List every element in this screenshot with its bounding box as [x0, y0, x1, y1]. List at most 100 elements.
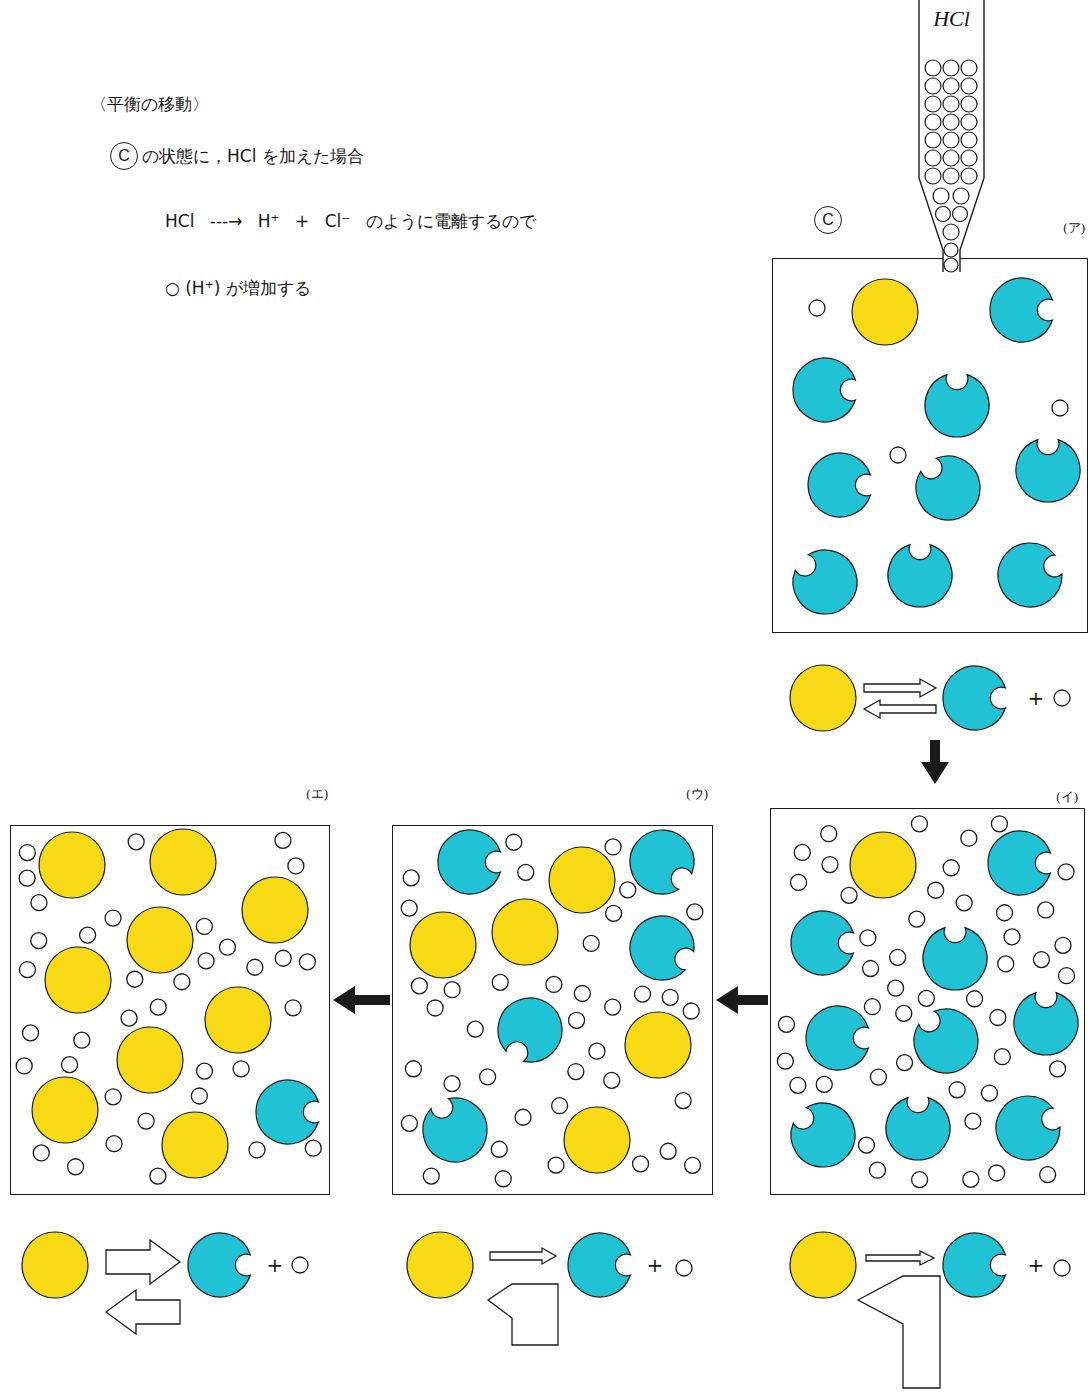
hydrogen-ion	[858, 1137, 874, 1153]
particle-group	[793, 278, 1080, 614]
undissociated-molecule	[625, 1012, 691, 1078]
hydrogen-ion	[869, 1162, 885, 1178]
hydrogen-ion	[864, 999, 880, 1015]
state-panel: (ウ) +	[392, 783, 714, 1350]
hydrogen-ion	[956, 895, 972, 911]
hydrogen-ion	[292, 1257, 308, 1273]
undissociated-molecule	[410, 912, 476, 978]
hydrogen-ion	[687, 904, 703, 920]
anion-particle	[886, 1098, 950, 1160]
hydrogen-ion	[401, 900, 417, 916]
hydrogen-ion	[896, 1005, 912, 1021]
hydrogen-ion	[933, 188, 949, 204]
hydrogen-ion	[925, 150, 941, 166]
hydrogen-ion	[492, 974, 508, 990]
hydrogen-ion	[990, 1009, 1006, 1025]
hydrogen-ion	[444, 1076, 460, 1092]
hydrogen-ion	[150, 999, 166, 1015]
hydrogen-ion	[196, 1063, 212, 1079]
hydrogen-ion	[605, 999, 621, 1015]
hydrogen-ion	[518, 864, 534, 880]
equilibrium-equation	[22, 1232, 308, 1334]
hydrogen-ion	[546, 976, 562, 992]
anion-particle	[925, 375, 989, 437]
hydrogen-ion	[961, 78, 977, 94]
equilibrium-equation	[790, 665, 1070, 731]
anion-particle	[630, 916, 694, 980]
reagent-label: HCl	[933, 6, 970, 32]
undissociated-molecule	[407, 1232, 473, 1298]
hydrogen-ion	[809, 300, 825, 316]
hydrogen-ion	[606, 905, 622, 921]
hydrogen-ion	[949, 1082, 965, 1098]
hydrogen-ion	[138, 1113, 154, 1129]
hydrogen-ion	[583, 935, 599, 951]
anion-particle	[793, 550, 857, 614]
hydrogen-ion	[925, 60, 941, 76]
particle-group	[16, 829, 321, 1184]
hydrogen-ion	[943, 132, 959, 148]
hydrogen-ion	[196, 918, 212, 934]
hydrogen-ion	[191, 1088, 207, 1104]
hydrogen-ion	[890, 447, 906, 463]
anion-particle	[916, 456, 980, 520]
hydrogen-ion	[128, 834, 144, 850]
hydrogen-ion	[491, 1141, 507, 1157]
plus-sign: +	[267, 1253, 284, 1277]
panel-border	[770, 808, 1085, 1195]
panel-border	[10, 825, 330, 1195]
hydrogen-ion	[405, 1061, 421, 1077]
particle-group	[401, 830, 703, 1187]
state-label: (イ)	[1056, 789, 1078, 805]
hydrogen-ion	[105, 910, 121, 926]
hydrogen-ion	[19, 870, 35, 886]
anion-particle	[256, 1080, 318, 1144]
anion-particle	[914, 1009, 978, 1073]
anion-particle	[791, 1103, 855, 1167]
hydrogen-ion	[794, 844, 810, 860]
hydrogen-ion	[961, 150, 977, 166]
hydrogen-ion	[285, 1000, 301, 1016]
hydrogen-ion	[620, 882, 636, 898]
hydrogen-ion	[961, 168, 977, 184]
hydrogen-ion	[299, 954, 315, 970]
hydrogen-ion	[961, 132, 977, 148]
state-label: (ウ)	[686, 786, 708, 802]
state-panel: (エ) +	[10, 783, 331, 1340]
hydrogen-ion	[944, 243, 958, 257]
undissociated-molecule	[242, 877, 308, 943]
state-label: (エ)	[306, 786, 328, 802]
hydrogen-ion	[967, 991, 983, 1007]
hydrogen-ion	[548, 1157, 564, 1173]
anion-particle	[793, 358, 855, 422]
hydrogen-ion	[791, 874, 807, 890]
plus-sign: +	[647, 1253, 664, 1277]
hydrogen-ion	[411, 978, 427, 994]
circled-letter: C	[110, 142, 138, 170]
hydrogen-ion	[1054, 1260, 1070, 1276]
hydrogen-ion	[1038, 902, 1054, 918]
anion-particle	[943, 1233, 1005, 1297]
hydrogen-ion	[660, 1143, 676, 1159]
hydrogen-ion	[863, 961, 879, 977]
undissociated-molecule	[852, 279, 918, 345]
hydrogen-ion	[860, 930, 876, 946]
hydrogen-ion	[604, 1072, 620, 1088]
hydrogen-ion	[943, 96, 959, 112]
hydrogen-ion	[816, 1076, 832, 1092]
anion-particle	[498, 998, 562, 1062]
rate-arrow	[858, 1276, 940, 1388]
rate-arrow	[490, 1248, 556, 1264]
anion-particle	[1014, 993, 1078, 1055]
hydrogen-ion	[1040, 1167, 1056, 1183]
hydrogen-ion	[928, 882, 944, 898]
rate-arrow	[106, 1240, 180, 1284]
hydrogen-ion	[870, 1069, 886, 1085]
hydrogen-ion	[552, 1098, 568, 1114]
equilibrium-equation	[407, 1232, 692, 1345]
anion-particle	[943, 666, 1005, 730]
hydrogen-ion	[1033, 952, 1049, 968]
hydrogen-ion	[998, 956, 1014, 972]
panel-border	[772, 258, 1088, 633]
hydrogen-ion	[909, 911, 925, 927]
